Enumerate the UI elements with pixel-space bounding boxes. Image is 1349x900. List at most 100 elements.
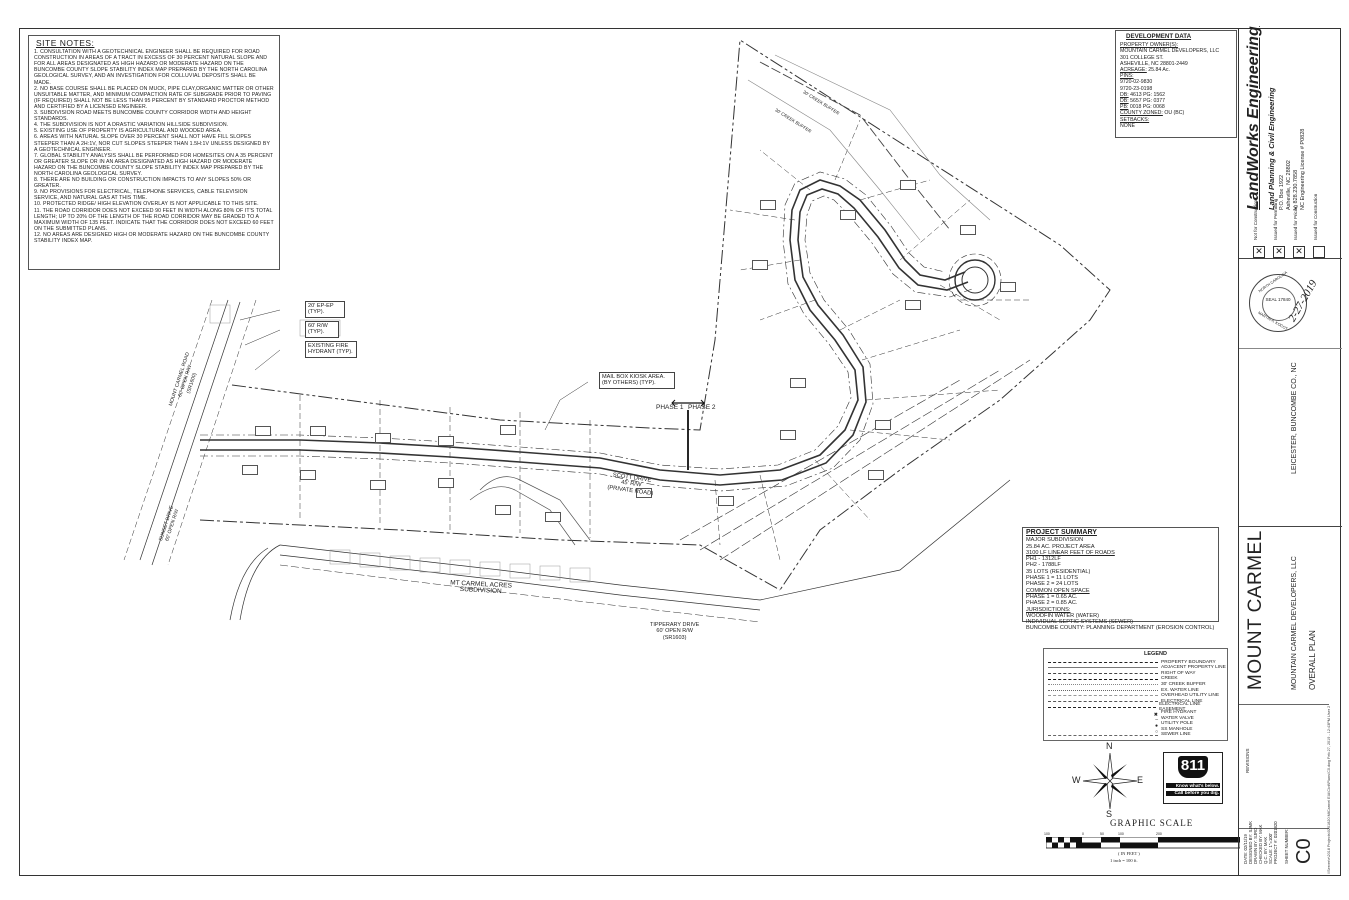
summary-line: PHASE 1 = 0.65 AC. bbox=[1026, 593, 1078, 600]
revisions-label: REVISIONS bbox=[1245, 748, 1250, 773]
creek-buffer-line-icon bbox=[1048, 684, 1158, 686]
compass-north: N bbox=[1106, 741, 1113, 751]
callout-mailbox-kiosk: MAIL BOX KIOSK AREA. (BY OTHERS) (TYP). bbox=[599, 372, 675, 389]
summary-line: JURISDICTIONS: bbox=[1026, 606, 1071, 613]
compass-west: W bbox=[1072, 775, 1081, 785]
owner-label: PROPERTY OWNER(S): bbox=[1120, 42, 1179, 49]
lot-tag bbox=[500, 425, 516, 435]
legend-item: CREEK bbox=[1044, 676, 1227, 682]
lot-tag bbox=[780, 430, 796, 440]
acreage-row: ACREAGE: 25.84 Ac. bbox=[1120, 67, 1170, 74]
pin-value: 9720-23-0198 bbox=[1120, 85, 1153, 92]
lot-tag bbox=[840, 210, 856, 220]
summary-line: PHASE 2 = 0.85 AC. bbox=[1026, 600, 1078, 607]
north-arrow-compass: N S E W bbox=[1072, 741, 1145, 819]
project-client: MOUNTAIN CARMEL DEVELOPERS, LLC bbox=[1291, 556, 1298, 690]
site-notes-title: SITE NOTES: bbox=[36, 38, 95, 48]
compass-south: S bbox=[1106, 809, 1113, 819]
summary-line: PHASE 1 = 11 LOTS bbox=[1026, 575, 1078, 582]
summary-line: MAJOR SUBDIVISION bbox=[1026, 537, 1084, 544]
summary-line: WOODFIN WATER (WATER) bbox=[1026, 612, 1100, 619]
site-note: 5. EXISTING USE OF PROPERTY IS AGRICULTU… bbox=[34, 128, 222, 135]
site-note: 7. GLOBAL STABILITY ANALYSIS SHALL BE PE… bbox=[34, 152, 273, 177]
legend-box: LEGEND PROPERTY BOUNDARY ADJACENT PROPER… bbox=[1043, 648, 1228, 741]
callout-row-width: 60' R/W (TYP). bbox=[305, 321, 339, 338]
file-path: \\Server\e\2018 Projects\0201820 MtCarme… bbox=[1327, 705, 1331, 874]
property-boundary-line-icon bbox=[1048, 661, 1158, 663]
firm-name: LandWorks Engineering bbox=[1245, 26, 1262, 210]
site-note: 11. THE ROAD CORRIDOR DOES NOT EXCEED 90… bbox=[34, 207, 274, 232]
lot-tag bbox=[370, 480, 386, 490]
summary-line: PHASE 2 = 24 LOTS bbox=[1026, 581, 1079, 588]
setbacks-label: SETBACKS: bbox=[1120, 116, 1150, 123]
owner-street: 301 COLLEGE ST. bbox=[1120, 54, 1164, 61]
site-notes-box: SITE NOTES: 1. CONSULTATION WITH A GEOTE… bbox=[28, 35, 280, 270]
site-note: 10. PROTECTED RIDGE/ HIGH ELEVATION OVER… bbox=[34, 201, 259, 208]
db-row: DB: 5657 PG: 0377 bbox=[1120, 98, 1166, 105]
legend-item: RIGHT OF WAY bbox=[1044, 671, 1227, 677]
legend-item: ✖FIRE HYDRANT bbox=[1153, 709, 1197, 718]
issued-for-pricing-checkbox[interactable]: ✕ bbox=[1293, 246, 1305, 258]
firm-tagline: Land Planning & Civil Engineering bbox=[1267, 87, 1276, 210]
not-for-construction-checkbox[interactable]: ✕ bbox=[1253, 246, 1265, 258]
scale-ratio: 1 inch = 100 ft. bbox=[1110, 858, 1138, 863]
lot-tag bbox=[242, 465, 258, 475]
project-summary-box: PROJECT SUMMARY MAJOR SUBDIVISION 25.84 … bbox=[1022, 527, 1219, 631]
lot-tag bbox=[868, 470, 884, 480]
sheet-title: OVERALL PLAN bbox=[1308, 630, 1317, 690]
site-note: 8. THERE ARE NO BUILDING OR CONSTRUCTION… bbox=[34, 177, 252, 190]
lot-tag bbox=[310, 426, 326, 436]
adjacent-property-line-icon bbox=[1048, 667, 1158, 669]
lot-tag bbox=[760, 200, 776, 210]
site-note: 6. AREAS WITH NATURAL SLOPE OVER 30 PERC… bbox=[34, 134, 270, 153]
legend-title: LEGEND bbox=[1144, 651, 1167, 657]
compass-rose-icon bbox=[1082, 752, 1138, 810]
development-data-title: DEVELOPMENT DATA bbox=[1126, 33, 1192, 40]
summary-line: BUNCOMBE COUNTY: PLANNING DEPARTMENT (ER… bbox=[1026, 625, 1215, 632]
site-note: 3. SUBDIVISION ROAD MEETS BUNCOMBE COUNT… bbox=[34, 110, 252, 123]
project-title: MOUNT CARMEL bbox=[1245, 530, 1266, 690]
legend-item: ELECTRICAL LINE EASEMENT bbox=[1044, 702, 1227, 712]
lot-tag bbox=[438, 478, 454, 488]
water-line-icon bbox=[1048, 689, 1158, 691]
summary-line: INDIVIDUAL SEPTIC SYSTEMS (SEWER) bbox=[1026, 619, 1134, 626]
811-number: 811 bbox=[1178, 756, 1208, 778]
graphic-scale: GRAPHIC SCALE 100 0 50 100 200 ( IN FEET… bbox=[1040, 818, 1240, 870]
phase-2-label: PHASE 2 bbox=[688, 404, 716, 411]
issued-for-permitting-checkbox[interactable]: ✕ bbox=[1273, 246, 1285, 258]
phase-1-label: PHASE 1 bbox=[656, 404, 684, 411]
seal-number: SEAL 17840 bbox=[1265, 297, 1291, 302]
development-data-box: DEVELOPMENT DATA PROPERTY OWNER(S): MOUN… bbox=[1115, 30, 1237, 138]
legend-item: PROPERTY BOUNDARY bbox=[1044, 660, 1227, 666]
lot-tag bbox=[300, 470, 316, 480]
drawing-sheet-border bbox=[19, 28, 1341, 876]
lot-tag bbox=[905, 300, 921, 310]
legend-item: SEWER LINE bbox=[1044, 732, 1227, 738]
lot-tag bbox=[875, 420, 891, 430]
site-note: 1. CONSULTATION WITH A GEOTECHNICAL ENGI… bbox=[34, 49, 268, 86]
scale-units: ( IN FEET ) bbox=[1118, 851, 1140, 856]
lot-tag bbox=[1000, 282, 1016, 292]
sheet-number-label: SHEET NUMBER: bbox=[1284, 828, 1289, 864]
pb-row: PB: 0018 PG: 0068 bbox=[1120, 104, 1165, 111]
legend-item: ADJACENT PROPERTY LINE bbox=[1044, 665, 1227, 671]
summary-line: PH2 - 1788LF bbox=[1026, 562, 1061, 569]
lot-tag bbox=[438, 436, 454, 446]
creek-line-icon bbox=[1048, 678, 1158, 680]
lot-tag bbox=[752, 260, 768, 270]
graphic-scale-title: GRAPHIC SCALE bbox=[1110, 818, 1194, 828]
seal-inner-ring bbox=[1262, 287, 1296, 321]
legend-item: EX. WATER LINE bbox=[1044, 688, 1227, 694]
title-block: LandWorks Engineering Land Planning & Ci… bbox=[1238, 26, 1342, 876]
overhead-utility-line-icon bbox=[1048, 695, 1158, 697]
issued-for-construction-checkbox[interactable] bbox=[1313, 246, 1325, 258]
legend-item: ELECTRICAL LINE bbox=[1044, 699, 1227, 705]
lot-tag bbox=[900, 180, 916, 190]
callout-ep-width: 20' EP-EP (TYP). bbox=[305, 301, 345, 318]
call-811-logo: 811 Know what's below. Call before you d… bbox=[1163, 752, 1223, 804]
electrical-easement-line-icon bbox=[1048, 706, 1157, 708]
zoned-row: COUNTY ZONED: OU (BC) bbox=[1120, 110, 1185, 117]
site-note: 4. THE SUBDIVISION IS NOT A DRASTIC VARI… bbox=[34, 122, 229, 129]
project-summary-title: PROJECT SUMMARY bbox=[1026, 529, 1097, 536]
